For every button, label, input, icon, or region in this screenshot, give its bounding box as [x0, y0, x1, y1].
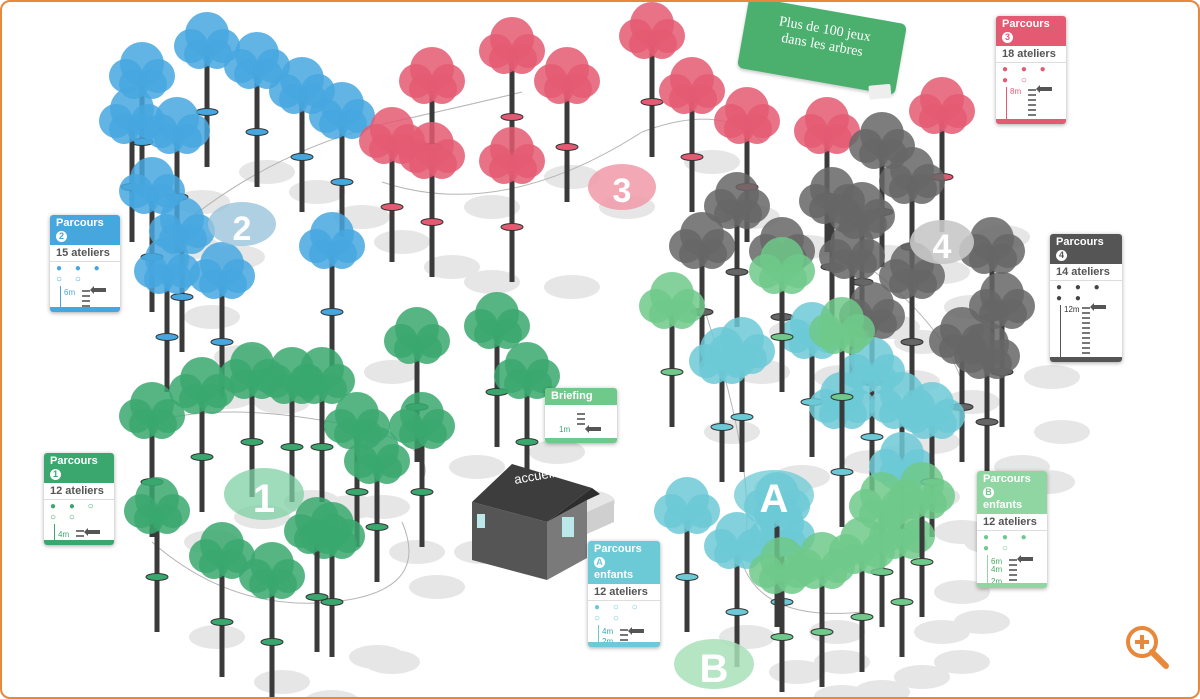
difficulty-dots: ● ● ● ● ○: [1002, 64, 1051, 86]
tree: [309, 82, 375, 237]
tree: [749, 237, 815, 392]
tree: [969, 272, 1035, 427]
tree: [829, 517, 895, 672]
tree: [639, 272, 705, 427]
accueil-building[interactable]: accueil: [472, 464, 614, 580]
tree: [124, 477, 190, 632]
tree: [659, 57, 725, 212]
tree: [669, 212, 735, 367]
card-briefing[interactable]: Briefing 1m: [545, 388, 617, 443]
tree: [534, 47, 600, 202]
card-parcours-1[interactable]: Parcours 1 12 ateliers ● ● ○ ○ ○ 4m 0m: [44, 453, 114, 545]
tree: [954, 322, 1020, 477]
tree: [809, 297, 875, 452]
tree: [239, 542, 305, 697]
card-title: Parcours: [1002, 18, 1050, 30]
tree: [189, 522, 255, 677]
tree: [299, 212, 365, 367]
tree: [389, 392, 455, 547]
tree: [289, 347, 355, 502]
svg-text:3: 3: [613, 172, 632, 210]
card-parcours-3[interactable]: Parcours 3 18 ateliers ● ● ● ● ○ 8m 0m: [996, 16, 1066, 124]
tree: [399, 122, 465, 277]
badge-b: B: [983, 486, 994, 498]
accueil-label: accueil: [513, 465, 556, 487]
svg-text:4: 4: [933, 228, 952, 266]
height-scale: 12m 0m: [1056, 303, 1116, 362]
zone-1[interactable]: 1: [224, 468, 304, 521]
badge-3: 3: [1002, 31, 1013, 43]
zone-b[interactable]: B: [674, 639, 754, 691]
tree: [269, 57, 335, 212]
badge-4: 4: [1056, 249, 1067, 261]
tree: [654, 477, 720, 632]
tree: [344, 427, 410, 582]
zone-4[interactable]: 4: [910, 220, 974, 266]
tree: [189, 242, 255, 397]
tree: [479, 17, 545, 172]
svg-text:2: 2: [233, 210, 252, 248]
zone-2[interactable]: 2: [208, 202, 276, 248]
tree: [464, 292, 530, 447]
tree: [284, 497, 350, 652]
zoom-in-icon[interactable]: [1124, 624, 1170, 670]
svg-text:B: B: [700, 647, 729, 691]
badge-1: 1: [50, 468, 61, 480]
tree: [134, 237, 200, 392]
tree: [879, 147, 945, 302]
card-parcours-4[interactable]: Parcours 4 14 ateliers ● ● ● ● ● 12m 0m: [1050, 234, 1122, 362]
svg-text:1: 1: [253, 477, 275, 521]
card-parcours-2[interactable]: Parcours 2 15 ateliers ● ● ● ○ ○ 6m 0m: [50, 215, 120, 312]
tree: [494, 342, 560, 497]
card-ateliers: 18 ateliers: [996, 46, 1066, 63]
zone-a[interactable]: A: [734, 470, 814, 521]
tree: [169, 357, 235, 512]
badge-a: A: [594, 556, 605, 568]
tree: [479, 127, 545, 282]
tree: [704, 172, 770, 327]
tree: [619, 2, 685, 157]
svg-text:A: A: [760, 477, 789, 521]
badge-2: 2: [56, 230, 67, 242]
tree: [889, 462, 955, 617]
zone-3[interactable]: 3: [588, 164, 656, 210]
tree: [689, 327, 755, 482]
